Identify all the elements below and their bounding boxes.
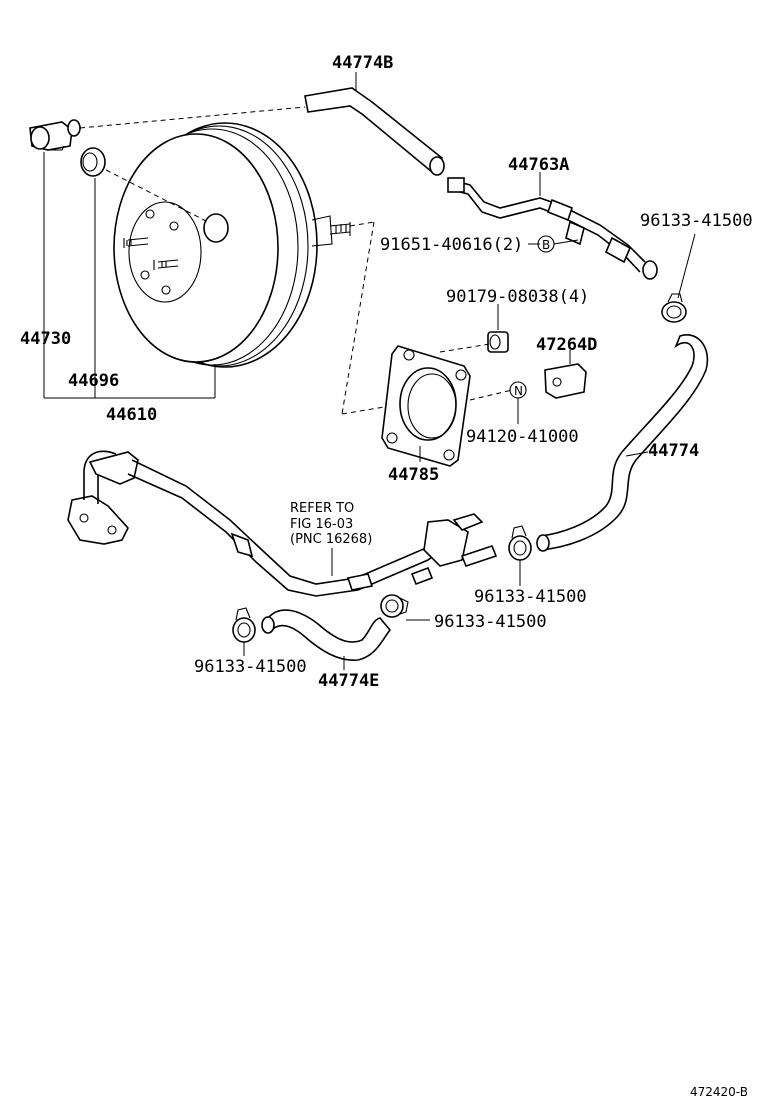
label-94120-41000: 94120-41000 bbox=[466, 427, 579, 447]
hose-44774B bbox=[304, 72, 445, 176]
label-44774E: 44774E bbox=[318, 671, 379, 691]
label-44774: 44774 bbox=[648, 441, 699, 461]
marker-N: N bbox=[514, 384, 523, 398]
marker-B: B bbox=[542, 238, 550, 252]
label-96133-41500-middle: 96133-41500 bbox=[474, 587, 587, 607]
label-44696: 44696 bbox=[68, 371, 119, 391]
grommet bbox=[80, 147, 106, 177]
hose-clip-bottom-left bbox=[232, 607, 256, 656]
label-44763A: 44763A bbox=[508, 155, 569, 175]
nut-90179 bbox=[487, 304, 509, 353]
gasket-44785 bbox=[381, 345, 471, 467]
label-44610: 44610 bbox=[106, 405, 157, 425]
label-96133-41500-center: 96133-41500 bbox=[434, 612, 547, 632]
label-44774B: 44774B bbox=[332, 53, 393, 73]
label-90179-08038: 90179-08038(4) bbox=[446, 287, 589, 307]
label-91651-40616: 91651-40616(2) bbox=[380, 235, 523, 255]
label-44730: 44730 bbox=[20, 329, 71, 349]
check-valve bbox=[29, 119, 81, 151]
label-44785: 44785 bbox=[388, 465, 439, 485]
bracket-47264D bbox=[544, 350, 587, 399]
refer-note-line3: (PNC 16268) bbox=[290, 532, 372, 547]
nut-94120 bbox=[509, 381, 527, 424]
label-47264D: 47264D bbox=[536, 335, 597, 355]
figure-code: 472420-B bbox=[690, 1085, 748, 1099]
label-96133-41500-bottom: 96133-41500 bbox=[194, 657, 307, 677]
hose-clip-center bbox=[380, 594, 430, 621]
vacuum-pipe-assembly bbox=[67, 450, 498, 597]
hose-clip-middle bbox=[508, 525, 532, 586]
brake-booster bbox=[113, 122, 351, 368]
pipe-44763A bbox=[447, 172, 658, 280]
label-96133-41500-top: 96133-41500 bbox=[640, 211, 753, 231]
hose-44774E bbox=[261, 609, 392, 670]
leader-lines-left bbox=[43, 152, 216, 399]
hose-clip-top-right bbox=[661, 233, 696, 323]
refer-note-line2: FIG 16-03 bbox=[290, 517, 353, 532]
refer-note-line1: REFER TO bbox=[290, 501, 354, 516]
hose-44774 bbox=[536, 334, 709, 552]
